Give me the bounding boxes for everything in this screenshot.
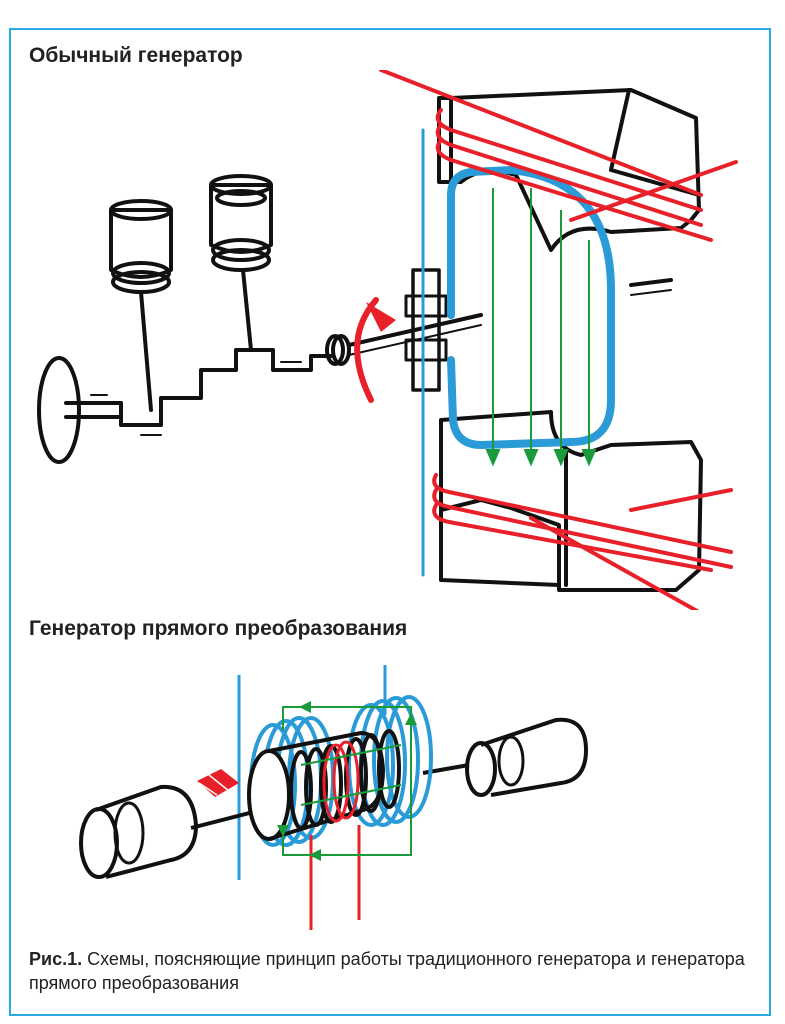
output-cylinder	[422, 717, 589, 797]
diamond-arrow-icon	[197, 769, 239, 797]
curved-arrow-icon	[354, 297, 396, 403]
input-cylinder	[79, 784, 262, 879]
upper-winding	[379, 70, 703, 197]
conventional-generator-heading: Обычный генератор	[29, 44, 243, 67]
piston-left	[109, 199, 173, 412]
caption-label: Рис.1.	[29, 949, 83, 969]
piston-right	[209, 174, 273, 352]
caption-text: Схемы, поясняющие принцип работы традици…	[29, 949, 745, 993]
lower-magnet	[439, 410, 703, 592]
direct-conversion-generator-diagram	[79, 665, 589, 930]
direct-conversion-generator-heading: Генератор прямого преобразования	[29, 617, 408, 640]
figure-caption: Рис.1. Схемы, поясняющие принцип работы …	[29, 947, 764, 995]
crankshaft	[64, 348, 333, 427]
conventional-generator-diagram	[37, 70, 738, 610]
magnetic-circuit	[447, 166, 615, 449]
flywheel	[37, 356, 81, 464]
lower-winding	[432, 473, 733, 554]
rotor-core	[411, 268, 441, 392]
